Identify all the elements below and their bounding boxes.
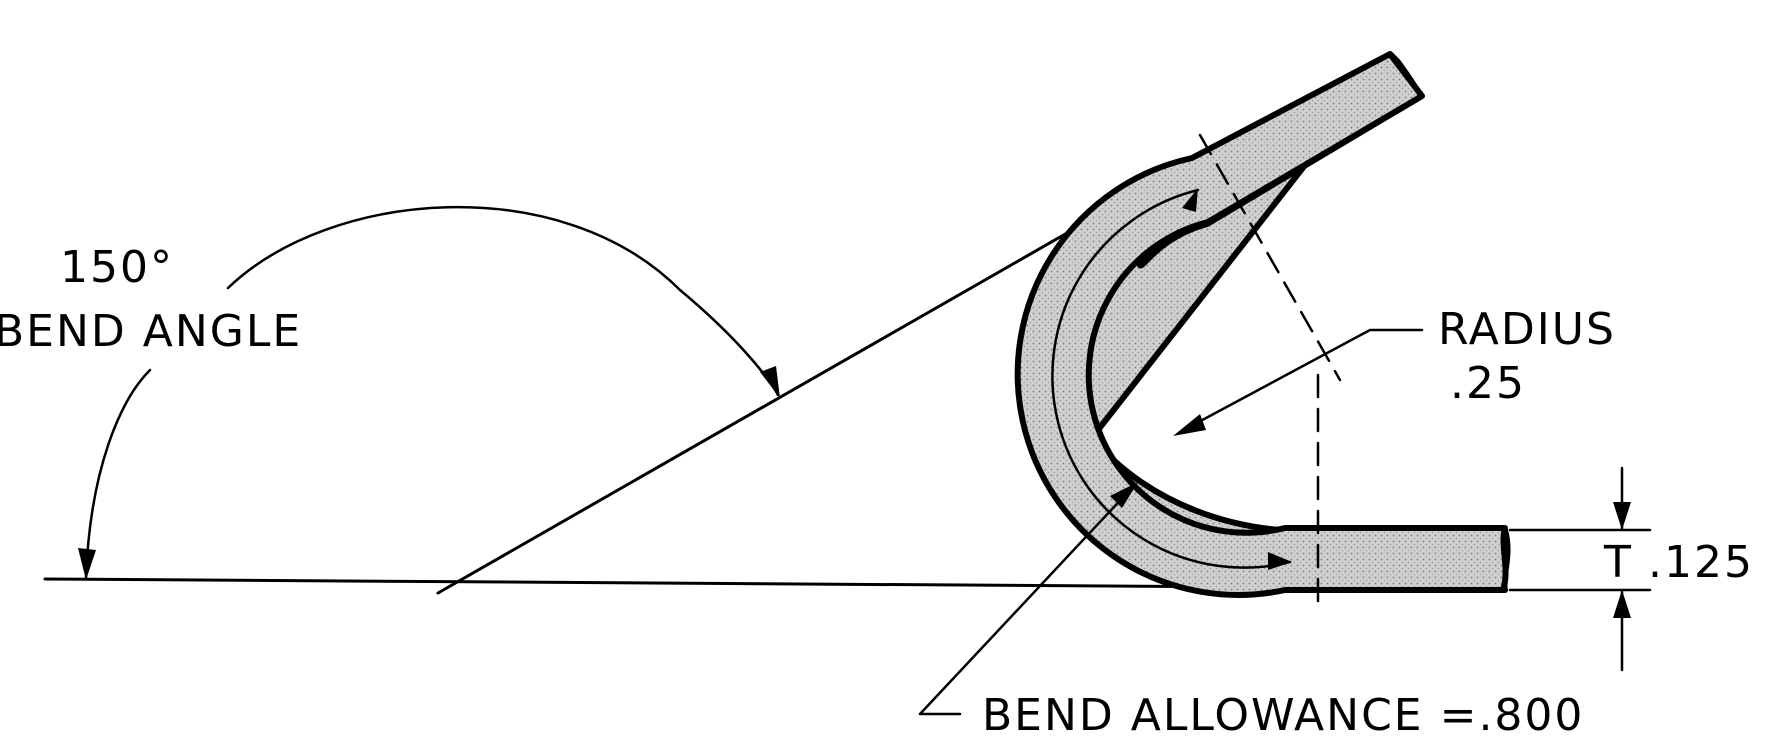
bend-angle-arrowhead-lower	[78, 548, 96, 580]
thickness-arrowhead-bottom	[1613, 590, 1631, 618]
radius-leader	[1178, 328, 1424, 434]
mean-line-arrowhead-bottom	[1268, 552, 1292, 570]
bend-center-line-angled	[1198, 133, 1342, 382]
bend-allowance-arrowhead	[1110, 482, 1138, 508]
thickness-value-label: .125	[1648, 537, 1754, 588]
bend-allowance-label: BEND ALLOWANCE =.800	[982, 690, 1584, 741]
bend-body	[1014, 51, 1509, 598]
radius-arrowhead	[1173, 414, 1206, 436]
thickness-symbol-label: T	[1603, 537, 1633, 588]
mean-line-arrowhead-top	[1182, 188, 1198, 212]
bend-angle-text-label: BEND ANGLE	[0, 306, 302, 357]
bend-mean-line	[1051, 188, 1292, 569]
inclined-reference-line	[436, 191, 1139, 595]
bend-angle-arc	[84, 368, 152, 580]
radius-text-label: RADIUS	[1438, 304, 1616, 355]
bend-angle-arrowhead-upper	[760, 366, 780, 398]
bend-angle-value-label: 150°	[60, 242, 174, 293]
base-reference-line	[43, 577, 1262, 589]
thickness-arrowhead-top	[1613, 502, 1631, 530]
bend-allowance-leader	[918, 490, 1130, 716]
radius-value-label: .25	[1450, 358, 1526, 409]
bend-angle-arc-upper	[226, 206, 780, 397]
